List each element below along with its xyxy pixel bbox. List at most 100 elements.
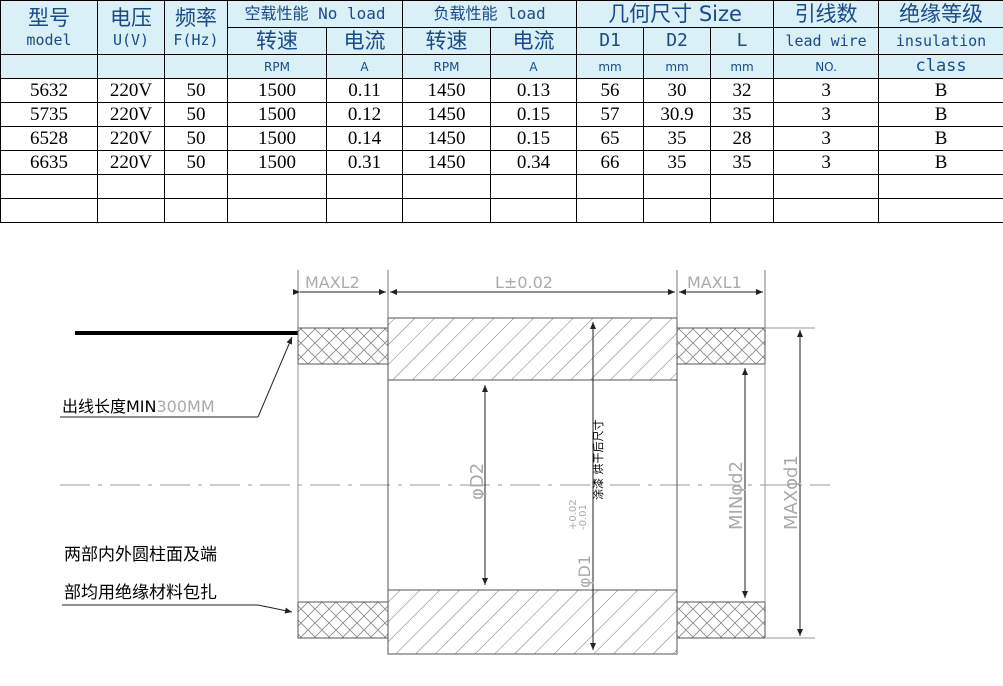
length-cell: 35 xyxy=(710,150,775,175)
load-speed-cell: 1450 xyxy=(402,150,492,175)
max-d1-label: MAXφd1 xyxy=(781,455,802,530)
model-cell: 5632 xyxy=(0,78,98,103)
length-cell: 35 xyxy=(710,102,775,127)
insulation-class-cell: B xyxy=(878,126,1003,151)
frequency-cell: 50 xyxy=(164,126,228,151)
mm-unit: mm xyxy=(576,54,645,79)
d1-lower-tolerance: -0.01 xyxy=(578,504,589,530)
insulation-class-cell: B xyxy=(878,102,1003,127)
left-bottom-insulation xyxy=(297,601,389,639)
d1-cell: 56 xyxy=(576,78,645,103)
noload-current-cell: 0.14 xyxy=(325,126,404,151)
load-header: 负载性能 load xyxy=(402,0,578,28)
lead-count-cell: 3 xyxy=(773,78,880,103)
d1-cell: 57 xyxy=(576,102,645,127)
noload-current-cell: 0.31 xyxy=(325,150,404,175)
d2-cell: 35 xyxy=(643,126,712,151)
voltage-cell: 220V xyxy=(97,150,165,175)
model-cell: 6635 xyxy=(0,150,98,175)
min-d2-label: MINφd2 xyxy=(726,461,747,530)
mm-unit: mm xyxy=(710,54,775,79)
load-speed-cell: 1450 xyxy=(402,102,492,127)
right-bottom-insulation xyxy=(676,601,766,639)
d1-label: φD1 xyxy=(575,555,594,588)
frequency-cell: 50 xyxy=(164,150,228,175)
lead-count-cell: 3 xyxy=(773,102,880,127)
insulation-en-header: insulation xyxy=(878,27,1003,55)
insulation-class-cell: B xyxy=(878,78,1003,103)
maxl1-label: MAXL1 xyxy=(687,273,742,292)
lead-count-cell: 3 xyxy=(773,150,880,175)
noload-current-header: 电流 xyxy=(325,27,404,55)
d2-cell: 35 xyxy=(643,150,712,175)
left-top-insulation xyxy=(297,327,389,365)
noload-speed-cell: 1500 xyxy=(227,126,327,151)
lead-unit: NO. xyxy=(773,54,880,79)
length-cell: 28 xyxy=(710,126,775,151)
d2-header: D2 xyxy=(643,27,712,55)
d2-label: φD2 xyxy=(467,463,488,500)
voltage-cell: 220V xyxy=(97,126,165,151)
load-current-header: 电流 xyxy=(490,27,578,55)
length-tolerance-label: L±0.02 xyxy=(495,273,553,292)
insulation-unit: class xyxy=(878,54,1003,79)
amp-unit: A xyxy=(325,54,404,79)
l-header: L xyxy=(710,27,775,55)
voltage-cell: 220V xyxy=(97,78,165,103)
motor-drawing: MAXL2 L±0.02 MAXL1 φD2 φD1 +0.02 -0.01 涂… xyxy=(60,270,830,655)
core-bottom-section xyxy=(387,589,678,655)
mm-unit: mm xyxy=(643,54,712,79)
d2-cell: 30 xyxy=(643,78,712,103)
size-header: 几何尺寸 Size xyxy=(576,0,775,28)
load-current-cell: 0.13 xyxy=(490,78,578,103)
right-top-insulation xyxy=(676,327,766,365)
table-row-empty xyxy=(0,198,1003,223)
rpm-unit: RPM xyxy=(402,54,492,79)
d1-cell: 66 xyxy=(576,150,645,175)
load-current-cell: 0.15 xyxy=(490,102,578,127)
table-row-empty xyxy=(0,174,1003,199)
load-speed-header: 转速 xyxy=(402,27,492,55)
voltage-cell: 220V xyxy=(97,102,165,127)
load-current-cell: 0.34 xyxy=(490,150,578,175)
d1-upper-tolerance: +0.02 xyxy=(568,499,579,530)
length-cell: 32 xyxy=(710,78,775,103)
paint-note: 涂漆 烘干后尺寸 xyxy=(591,420,605,501)
amp-unit: A xyxy=(490,54,578,79)
noload-current-cell: 0.11 xyxy=(325,78,404,103)
load-current-cell: 0.15 xyxy=(490,126,578,151)
insulation-note-line2: 部均用绝缘材料包扎 xyxy=(64,583,217,603)
d1-header: D1 xyxy=(576,27,645,55)
noload-speed-header: 转速 xyxy=(227,27,327,55)
d2-cell: 30.9 xyxy=(643,102,712,127)
rpm-unit: RPM xyxy=(227,54,327,79)
lead-wire-header: 引线数 xyxy=(773,0,880,28)
load-speed-cell: 1450 xyxy=(402,78,492,103)
lead-length-label: 出线长度MIN300MM xyxy=(62,397,215,416)
d1-cell: 65 xyxy=(576,126,645,151)
frequency-cell: 50 xyxy=(164,102,228,127)
noload-speed-cell: 1500 xyxy=(227,78,327,103)
frequency-cell: 50 xyxy=(164,78,228,103)
model-cell: 6528 xyxy=(0,126,98,151)
maxl2-label: MAXL2 xyxy=(305,273,360,292)
lead-count-cell: 3 xyxy=(773,126,880,151)
noload-speed-cell: 1500 xyxy=(227,150,327,175)
noload-header: 空载性能 No load xyxy=(226,0,404,28)
insulation-note-line1: 两部内外圆柱面及端 xyxy=(64,545,217,565)
noload-speed-cell: 1500 xyxy=(227,102,327,127)
noload-current-cell: 0.12 xyxy=(325,102,404,127)
load-speed-cell: 1450 xyxy=(402,126,492,151)
model-cell: 5735 xyxy=(0,102,98,127)
insulation-header: 绝缘等级 xyxy=(878,0,1003,28)
lead-wire-en-header: lead wire xyxy=(773,27,880,55)
core-top-section xyxy=(387,317,678,381)
